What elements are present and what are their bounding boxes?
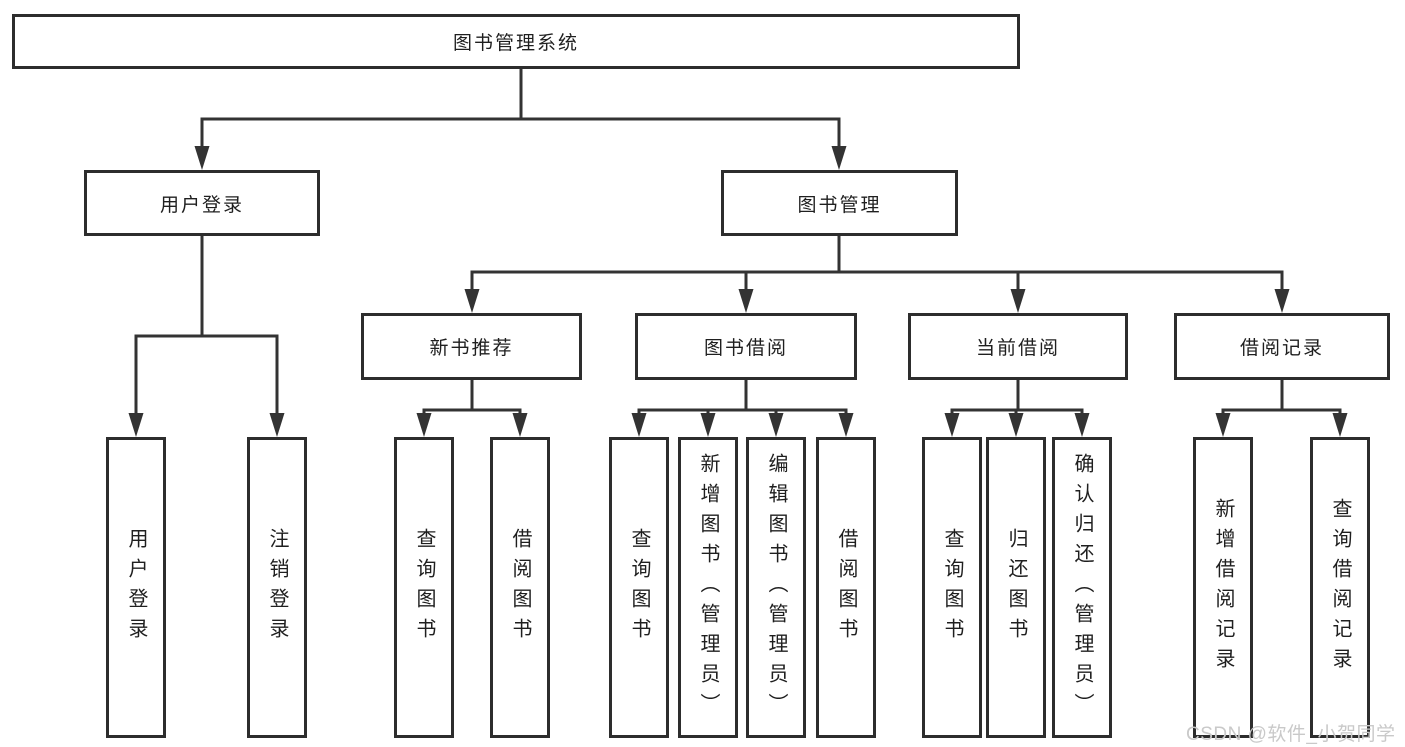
leaf-cb-query-book: 查询图书 [922,437,982,738]
leaf-rec-query-book-label: 查询图书 [413,527,435,648]
leaf-cb-return-book-label: 归还图书 [1005,527,1027,648]
node-new-book-recommend: 新书推荐 [361,313,582,380]
leaf-bb-query-book: 查询图书 [609,437,669,738]
leaf-bb-borrow-book-label: 借阅图书 [835,527,857,648]
node-current-borrowing-label: 当前借阅 [975,338,1060,359]
node-borrow-records-label: 借阅记录 [1239,338,1324,359]
leaf-bb-query-book-label: 查询图书 [628,527,650,648]
leaf-logout-label: 注销登录 [266,527,288,648]
leaf-bb-borrow-book: 借阅图书 [816,437,876,738]
leaf-br-query-record-label: 查询借阅记录 [1329,497,1351,678]
node-book-management-label: 图书管理 [797,194,882,216]
leaf-br-add-record: 新增借阅记录 [1193,437,1253,738]
leaf-user-login-label: 用户登录 [125,527,147,648]
leaf-br-add-record-label: 新增借阅记录 [1212,497,1234,678]
node-user-login-label: 用户登录 [159,194,244,216]
leaf-cb-confirm-return-admin-label: 确认归还（管理员） [1071,452,1093,723]
leaf-logout: 注销登录 [247,437,307,738]
leaf-rec-borrow-book-label: 借阅图书 [509,527,531,648]
node-root-label: 图书管理系统 [452,33,579,54]
leaf-bb-edit-book-admin: 编辑图书（管理员） [746,437,806,738]
leaf-cb-confirm-return-admin: 确认归还（管理员） [1052,437,1112,738]
csdn-watermark: CSDN @软件_小贺同学 [1186,724,1396,745]
node-book-borrowing-label: 图书借阅 [703,338,788,359]
leaf-br-query-record: 查询借阅记录 [1310,437,1370,738]
leaf-cb-query-book-label: 查询图书 [941,527,963,648]
node-book-borrowing: 图书借阅 [635,313,857,380]
node-user-login: 用户登录 [84,170,320,236]
node-borrow-records: 借阅记录 [1174,313,1390,380]
node-book-management: 图书管理 [721,170,958,236]
node-current-borrowing: 当前借阅 [908,313,1128,380]
leaf-rec-query-book: 查询图书 [394,437,454,738]
node-root: 图书管理系统 [12,14,1020,69]
leaf-cb-return-book: 归还图书 [986,437,1046,738]
leaf-user-login: 用户登录 [106,437,166,738]
leaf-rec-borrow-book: 借阅图书 [490,437,550,738]
leaf-bb-add-book-admin: 新增图书（管理员） [678,437,738,738]
node-new-book-recommend-label: 新书推荐 [429,338,514,359]
leaf-bb-edit-book-admin-label: 编辑图书（管理员） [765,452,787,723]
leaf-bb-add-book-admin-label: 新增图书（管理员） [697,452,719,723]
